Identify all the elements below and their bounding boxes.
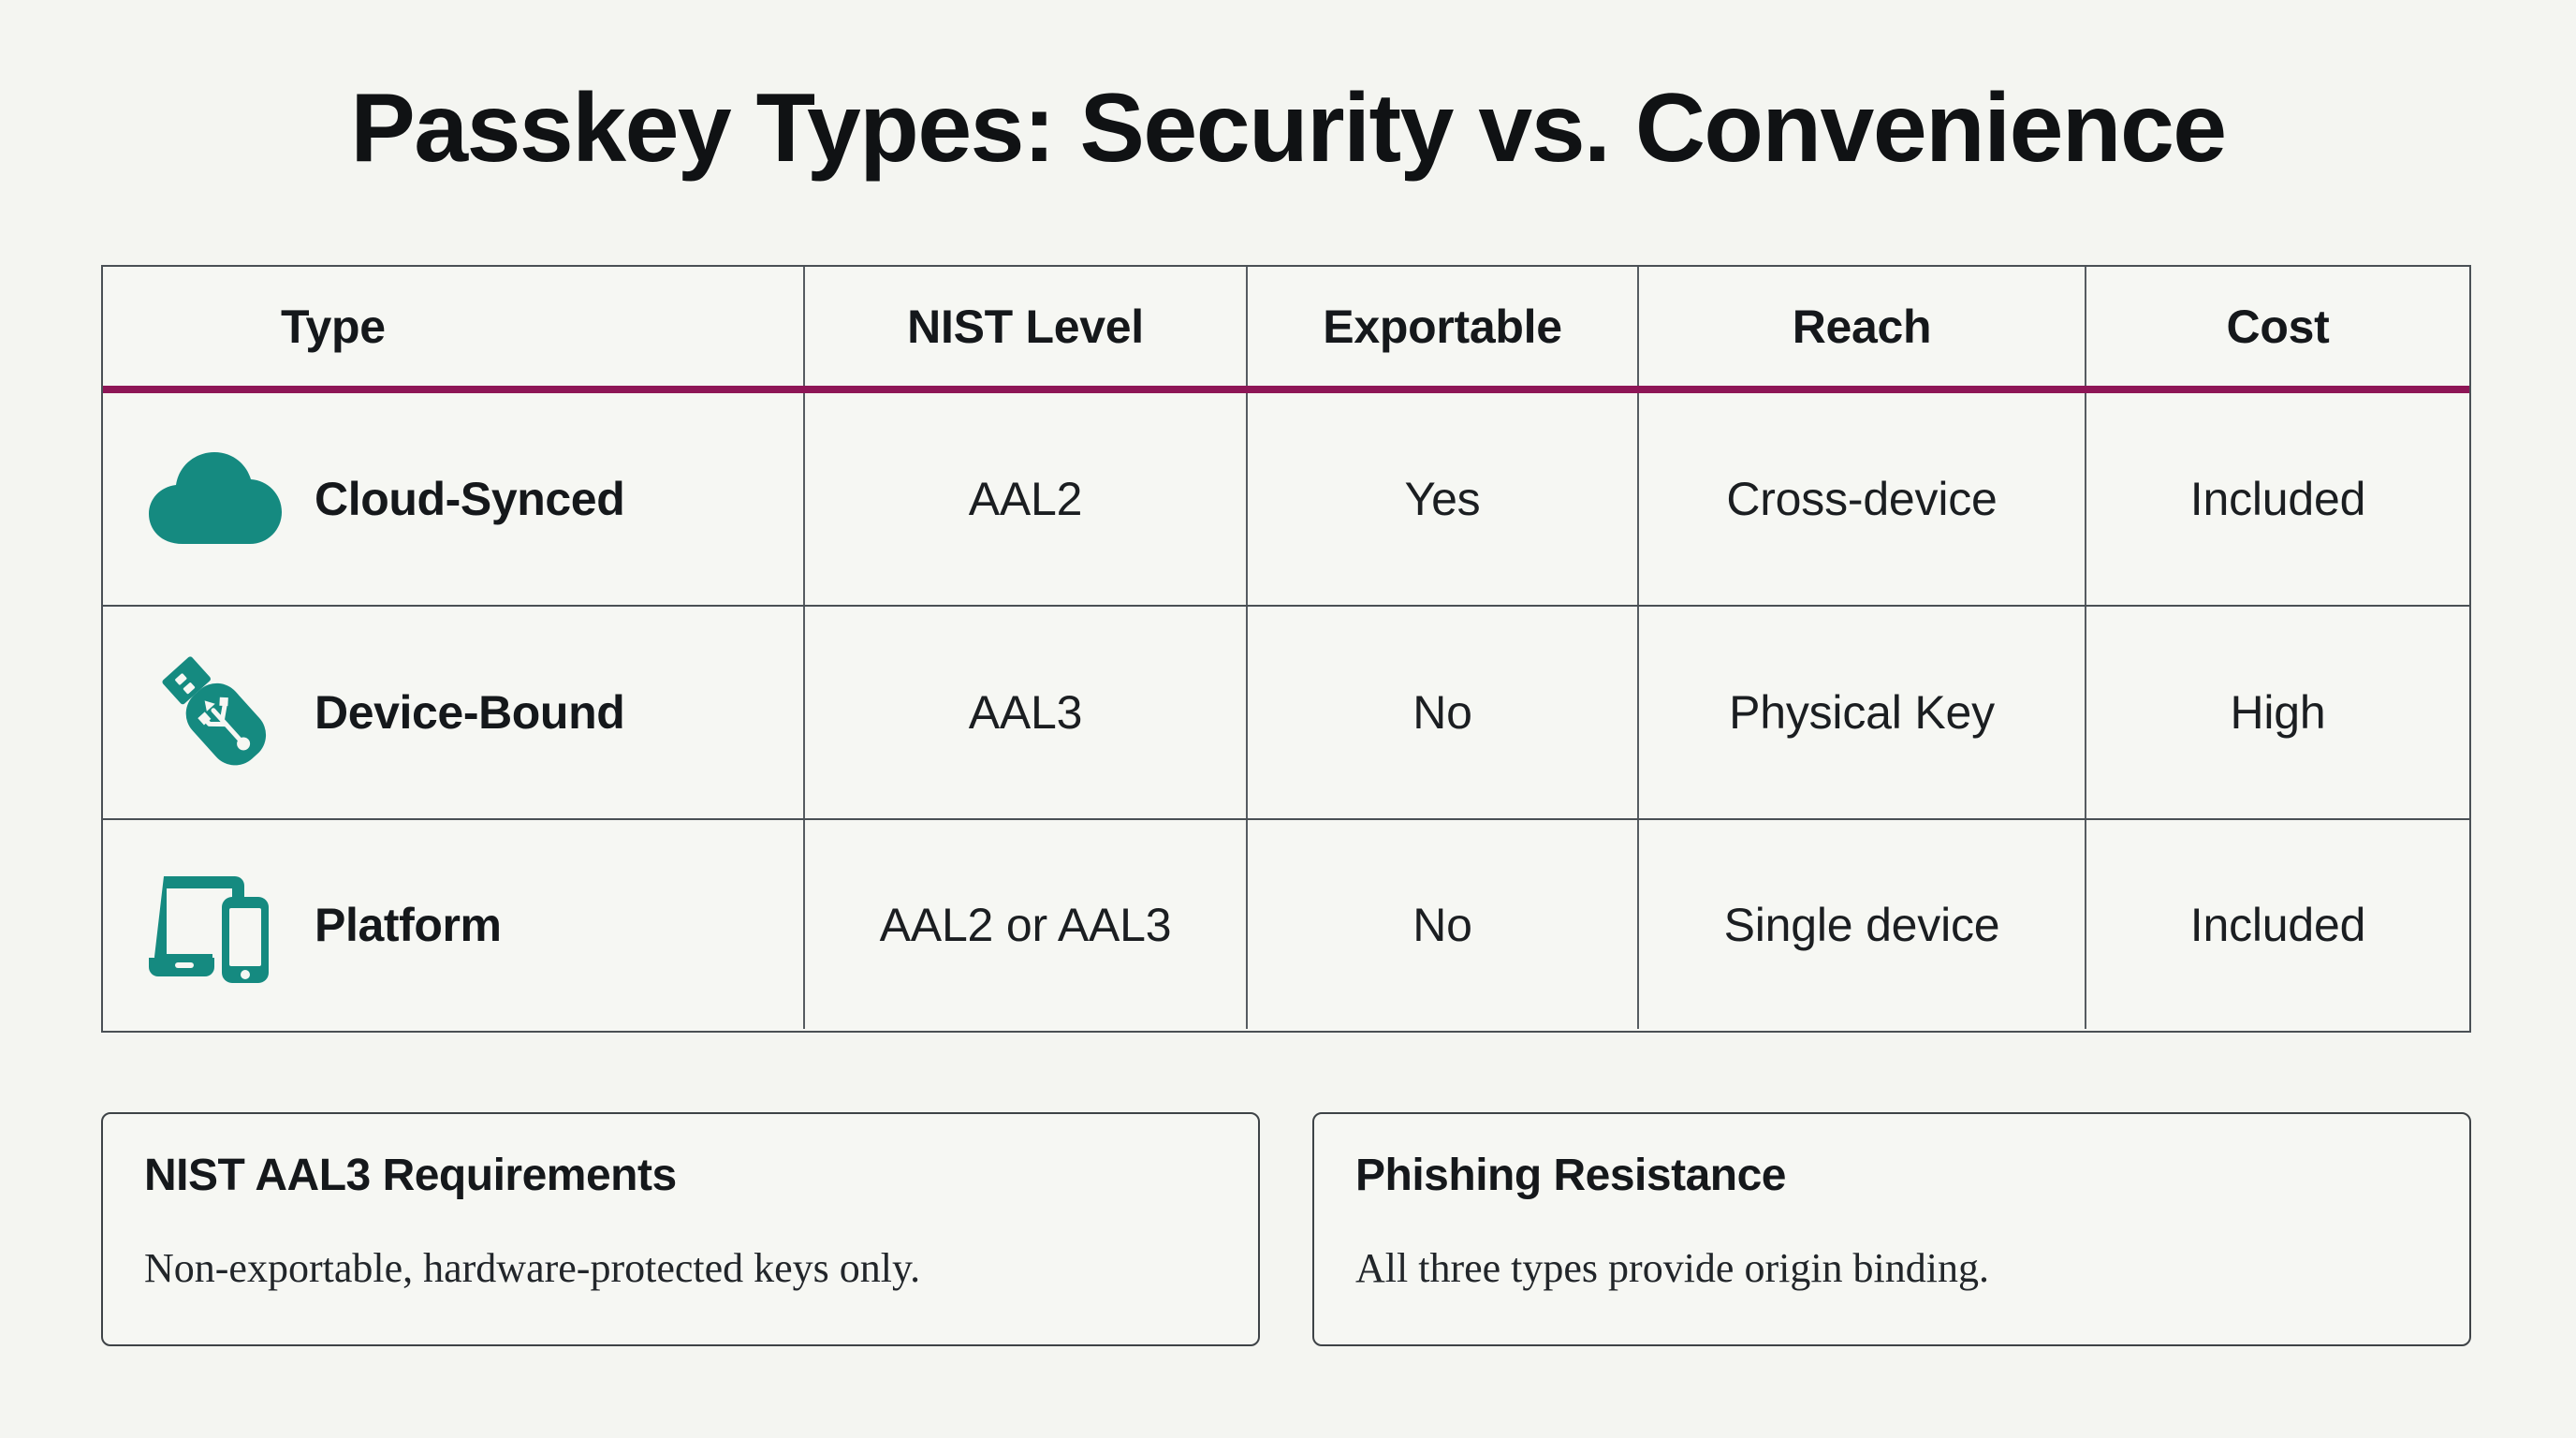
cell-cost: Included xyxy=(2086,393,2469,605)
cell-value: Included xyxy=(2189,473,2366,525)
cell-value: Physical Key xyxy=(1729,686,1995,739)
table-row: Device-Bound AAL3 No Physical Key High xyxy=(103,607,2469,820)
cell-type: Device-Bound xyxy=(103,607,805,818)
column-header-cost: Cost xyxy=(2086,267,2469,386)
cell-cost: High xyxy=(2086,607,2469,818)
cell-reach: Single device xyxy=(1639,820,2086,1029)
column-header-nist-level-label: NIST Level xyxy=(907,300,1144,353)
cell-reach: Physical Key xyxy=(1639,607,2086,818)
column-header-nist-level: NIST Level xyxy=(805,267,1248,386)
cell-nist-level: AAL2 or AAL3 xyxy=(805,820,1248,1029)
cell-exportable: No xyxy=(1248,820,1639,1029)
callout-body: Non-exportable, hardware-protected keys … xyxy=(144,1245,921,1291)
cell-value: Included xyxy=(2189,898,2366,951)
cloud-icon xyxy=(140,429,290,569)
column-header-exportable: Exportable xyxy=(1248,267,1639,386)
callout-row: NIST AAL3 Requirements Non-exportable, h… xyxy=(101,1112,2471,1346)
cell-cost: Included xyxy=(2086,820,2469,1029)
column-header-exportable-label: Exportable xyxy=(1323,300,1562,353)
callout-title: Phishing Resistance xyxy=(1355,1151,1786,1200)
cell-type: Platform xyxy=(103,820,805,1029)
cell-value: Yes xyxy=(1404,473,1481,525)
column-header-reach: Reach xyxy=(1639,267,2086,386)
cell-value: AAL2 or AAL3 xyxy=(879,898,1172,951)
cell-exportable: Yes xyxy=(1248,393,1639,605)
cell-value: Single device xyxy=(1723,898,2000,951)
cell-value: No xyxy=(1412,686,1472,739)
table-header-row: Type NIST Level Exportable Reach Cost xyxy=(103,267,2469,393)
type-label: Device-Bound xyxy=(315,686,625,739)
callout-body: All three types provide origin binding. xyxy=(1355,1245,1989,1291)
callout-phishing-resistance: Phishing Resistance All three types prov… xyxy=(1312,1112,2471,1346)
table-row: Cloud-Synced AAL2 Yes Cross-device Inclu… xyxy=(103,393,2469,607)
cell-exportable: No xyxy=(1248,607,1639,818)
column-header-cost-label: Cost xyxy=(2226,300,2330,353)
cell-nist-level: AAL2 xyxy=(805,393,1248,605)
cell-value: High xyxy=(2230,686,2326,739)
cell-nist-level: AAL3 xyxy=(805,607,1248,818)
cell-value: AAL2 xyxy=(968,473,1083,525)
passkey-comparison-table: Type NIST Level Exportable Reach Cost xyxy=(101,265,2471,1033)
type-label: Cloud-Synced xyxy=(315,473,625,525)
callout-nist-aal3-requirements: NIST AAL3 Requirements Non-exportable, h… xyxy=(101,1112,1260,1346)
column-header-type: Type xyxy=(103,267,805,386)
page-title: Passkey Types: Security vs. Convenience xyxy=(350,74,2227,183)
cell-reach: Cross-device xyxy=(1639,393,2086,605)
column-header-reach-label: Reach xyxy=(1792,300,1932,353)
column-header-type-label: Type xyxy=(281,300,386,353)
cell-value: No xyxy=(1412,898,1472,951)
usb-key-icon xyxy=(140,642,290,783)
table-row: Platform AAL2 or AAL3 No Single device I… xyxy=(103,820,2469,1029)
cell-value: Cross-device xyxy=(1726,473,1998,525)
type-label: Platform xyxy=(315,898,502,951)
cell-value: AAL3 xyxy=(968,686,1083,739)
laptop-phone-icon xyxy=(140,855,290,995)
cell-type: Cloud-Synced xyxy=(103,393,805,605)
callout-title: NIST AAL3 Requirements xyxy=(144,1151,677,1200)
